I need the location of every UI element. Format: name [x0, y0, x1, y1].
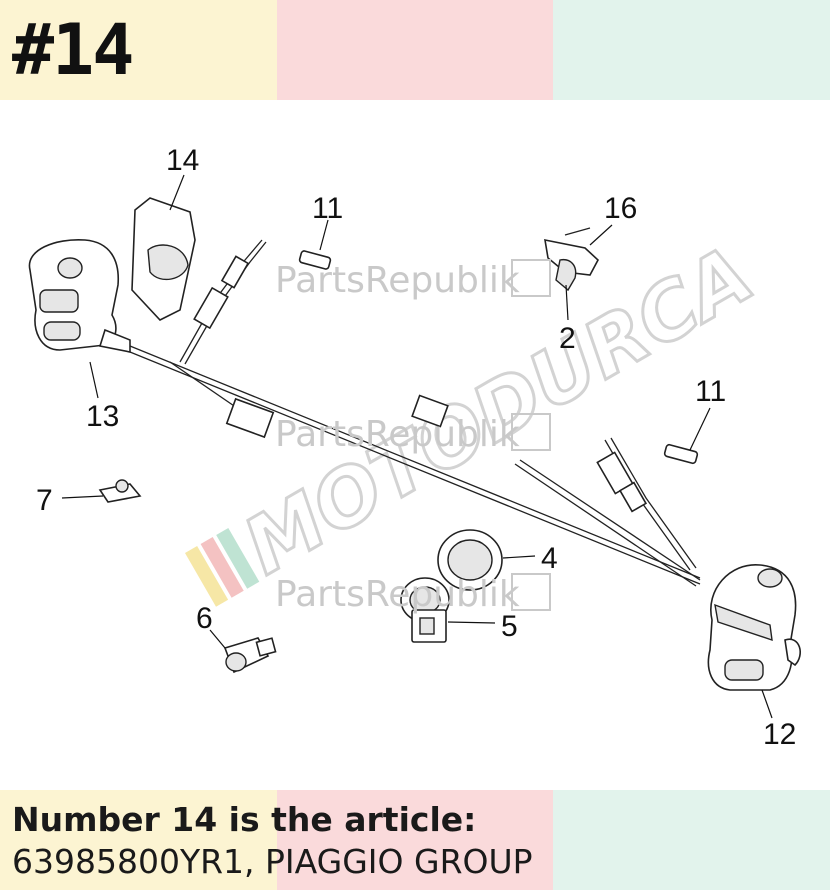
callout-6: 6: [196, 602, 213, 635]
watermark-text: PartsRepublik: [275, 260, 520, 301]
right-handlebar-switch: [707, 564, 801, 691]
watermark-stripe-yellow: [185, 546, 229, 607]
callout-leaders: [61, 174, 773, 719]
footer-band-pink: [276, 790, 554, 890]
bulb-connector-left: [298, 250, 332, 270]
callout-7: 7: [36, 484, 53, 517]
push-switch: [223, 637, 277, 674]
watermark-text: PartsRepublik: [275, 574, 520, 615]
left-handlebar-switch: [28, 239, 131, 353]
callout-2: 2: [559, 322, 576, 355]
watermark-row-1: PartsRepublik: [275, 259, 551, 301]
watermark-row-3: PartsRepublik: [275, 573, 551, 615]
header-band-mint: [553, 0, 830, 100]
footer-band-mint: [553, 790, 830, 890]
callout-11-right: 11: [695, 375, 726, 408]
part-number-title: #14: [12, 9, 134, 91]
bulb-connector-right: [663, 443, 699, 465]
header-band-pink: [276, 0, 554, 100]
footer-band: [0, 790, 830, 890]
callout-16: 16: [604, 192, 637, 225]
ignition-ring-parts: [400, 529, 503, 643]
article-number: 63985800YR1, PIAGGIO GROUP: [12, 842, 533, 881]
fastener-clip: [98, 479, 142, 503]
header-band: [0, 0, 830, 100]
gear-icon: [511, 573, 551, 611]
footer-band-yellow: [0, 790, 277, 890]
mounting-bracket: [544, 227, 599, 292]
callout-4: 4: [541, 542, 558, 575]
watermark-text: PartsRepublik: [275, 414, 520, 455]
gear-icon: [511, 259, 551, 297]
switch-cover: [131, 197, 196, 321]
callout-5: 5: [501, 610, 518, 643]
article-caption: Number 14 is the article:: [12, 800, 477, 839]
gear-icon: [511, 413, 551, 451]
watermark-stripe-mint: [216, 528, 260, 589]
callout-14: 14: [166, 144, 199, 177]
watermark-row-2: PartsRepublik: [275, 413, 551, 455]
exploded-parts-diagram: MOTODURCA: [28, 144, 801, 751]
callout-11-top: 11: [312, 192, 343, 225]
watermark-stripe-pink: [200, 537, 244, 598]
header-band-yellow: [0, 0, 277, 100]
callout-13: 13: [86, 400, 119, 433]
callout-12: 12: [763, 718, 796, 751]
wiring-harness: [129, 239, 701, 587]
